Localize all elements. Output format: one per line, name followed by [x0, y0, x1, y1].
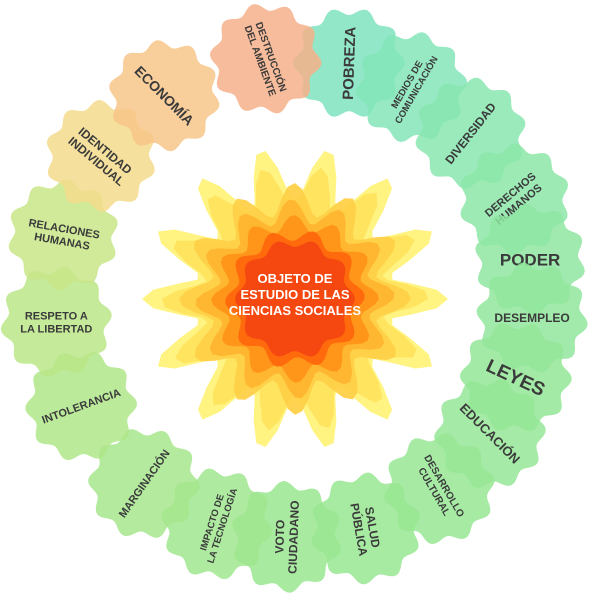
topic-node: MARGINACIÓN: [88, 429, 200, 538]
topic-blob: [311, 472, 420, 585]
topic-label: VOTO: [272, 520, 287, 554]
topic-blob: [46, 100, 155, 212]
topic-node: RESPETO ALA LIBERTAD: [0, 266, 112, 378]
topic-blob: [209, 4, 322, 114]
topic-label: RESPETO A: [25, 311, 88, 323]
topic-node: ECONOMÍA: [109, 40, 220, 152]
topic-label: CIUDADANO: [285, 500, 302, 574]
topic-label: PODER: [500, 251, 560, 270]
topic-label: POBREZA: [340, 26, 360, 100]
topic-blob: [25, 351, 137, 461]
topic-blob: [88, 429, 200, 538]
center-label-line-3: CIENCIAS SOCIALES: [229, 303, 362, 318]
central-sun: [142, 151, 448, 447]
topic-blob: [109, 40, 220, 152]
topic-label: DESEMPLEO: [494, 311, 569, 325]
topic-node: INTOLERANCIA: [25, 351, 137, 461]
topic-blob: [8, 179, 118, 291]
topic-blob: [0, 266, 112, 378]
center-label-line-1: OBJETO DE: [258, 271, 333, 286]
center-label-line-2: ESTUDIO DE LAS: [240, 287, 349, 302]
sun-layer-7: [235, 241, 355, 357]
topic-label: LA LIBERTAD: [20, 323, 92, 335]
